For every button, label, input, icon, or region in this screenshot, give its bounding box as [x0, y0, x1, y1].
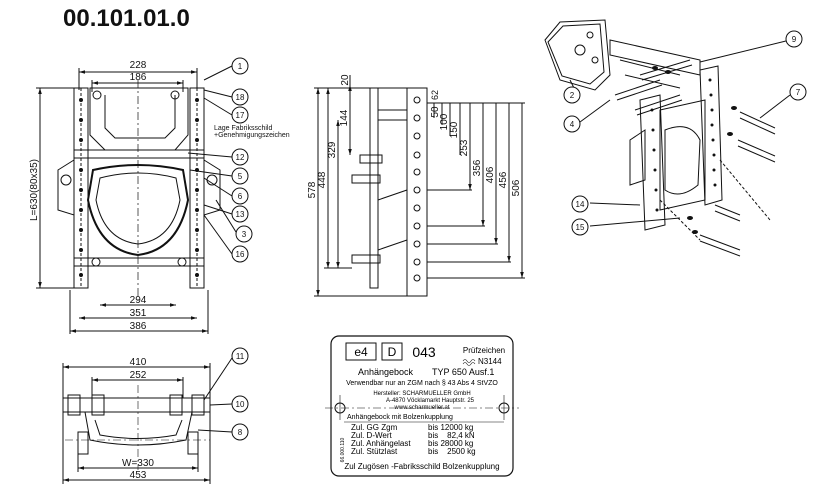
balloon-13: 13 [231, 205, 249, 223]
plate-note-2: +Genehmigungszeichen [214, 132, 290, 139]
balloon-11: 11 [231, 347, 249, 365]
dim-410: 410 [130, 357, 147, 368]
isometric-view [544, 19, 791, 257]
svg-text:6: 6 [238, 192, 243, 201]
plate-row-value-1: bis 12000 kg [428, 423, 473, 432]
balloon-15: 15 [571, 218, 589, 236]
dim-578: 578 [307, 181, 318, 198]
e-mark: e4 [354, 345, 368, 359]
plate-note-1: Lage Fabriksschild [214, 125, 272, 132]
balloon-3: 3 [235, 225, 253, 243]
dim-506: 506 [511, 179, 522, 196]
svg-text:4: 4 [570, 120, 575, 129]
balloon-4: 4 [563, 115, 581, 133]
svg-text:16: 16 [236, 250, 245, 259]
plate-title: Anhängebock [358, 367, 414, 377]
drawing-number: 00.101.01.0 [63, 5, 190, 32]
top-view [62, 357, 233, 484]
dim-406: 406 [485, 166, 496, 183]
plate-section: Anhängebock mit Bolzenkupplung [347, 414, 453, 421]
plate-row-value-3: bis 28000 kg [428, 439, 473, 448]
svg-text:5: 5 [238, 172, 243, 181]
plate-row-value-4: bis 2500 kg [428, 447, 476, 456]
balloon-2: 2 [563, 86, 581, 104]
dim-253: 253 [459, 139, 470, 156]
balloon-9: 9 [785, 30, 803, 48]
plate-row-label-4: Zul. Stützlast [351, 447, 398, 456]
dim-453: 453 [130, 470, 147, 481]
plate-manufacturer: Hersteller: SCHARMUELLER GmbH [373, 391, 470, 397]
balloon-18: 18 [231, 88, 249, 106]
plate-type: TYP 650 Ausf.1 [432, 367, 494, 377]
balloon-5: 5 [231, 167, 249, 185]
dim-448: 448 [317, 171, 328, 188]
svg-text:17: 17 [236, 111, 245, 120]
svg-text:11: 11 [236, 352, 245, 361]
svg-text:18: 18 [236, 93, 245, 102]
dim-100: 100 [439, 113, 450, 130]
svg-text:15: 15 [576, 223, 585, 232]
plate-address: A-4870 Vöcklamarkt Hauptstr. 25 [386, 398, 475, 404]
dim-62: 62 [430, 90, 440, 100]
balloon-6: 6 [231, 187, 249, 205]
plate-row-label-2: Zul. D-Wert [351, 431, 393, 440]
svg-text:9: 9 [792, 35, 797, 44]
length-label: L=630(80x35) [29, 159, 40, 221]
wave-icon [462, 359, 476, 366]
dim-50: 50 [430, 106, 441, 118]
dim-456: 456 [498, 171, 509, 188]
plate-row-label-3: Zul. Anhängelast [351, 439, 411, 448]
balloon-10: 10 [231, 395, 249, 413]
svg-text:2: 2 [570, 91, 575, 100]
plate-side-code: 66.000.110 [340, 437, 346, 462]
svg-text:8: 8 [238, 428, 243, 437]
side-view [314, 75, 525, 297]
pruefzeichen-number: N3144 [478, 357, 502, 366]
dim-186: 186 [130, 72, 147, 83]
dim-329: 329 [327, 141, 338, 158]
plate-footer: Zul Zugösen -Fabriksschild Bolzenkupplun… [344, 462, 499, 471]
balloons: 1 18 17 12 5 6 13 3 16 9 2 4 7 14 15 11 … [231, 30, 807, 441]
front-view [36, 65, 237, 334]
dim-252: 252 [130, 370, 147, 381]
dim-144: 144 [339, 109, 350, 126]
svg-text:3: 3 [242, 230, 247, 239]
svg-text:7: 7 [796, 88, 801, 97]
balloon-1: 1 [231, 57, 249, 75]
balloon-16: 16 [231, 245, 249, 263]
balloon-8: 8 [231, 423, 249, 441]
plate-row-value-2: bis 82,4 kN [428, 431, 475, 440]
svg-text:12: 12 [236, 153, 245, 162]
svg-text:13: 13 [236, 210, 245, 219]
balloon-12: 12 [231, 148, 249, 166]
balloon-7: 7 [789, 83, 807, 101]
country-code: D [388, 345, 397, 359]
dim-294: 294 [130, 295, 147, 306]
dim-20: 20 [340, 74, 351, 86]
svg-text:14: 14 [576, 200, 585, 209]
dim-386: 386 [130, 321, 147, 332]
dim-228: 228 [130, 60, 147, 71]
balloon-17: 17 [231, 106, 249, 124]
dim-356: 356 [472, 159, 483, 176]
plate-web: www.scharmueller.at [393, 405, 449, 411]
approval-number: 043 [412, 344, 436, 360]
pruefzeichen-label: Prüfzeichen [463, 346, 505, 355]
dim-w330: W=330 [122, 458, 154, 469]
svg-text:10: 10 [236, 400, 245, 409]
balloon-14: 14 [571, 195, 589, 213]
dim-150: 150 [449, 121, 460, 138]
plate-row-label-1: Zul. GG Zgm [351, 423, 398, 432]
plate-usage: Verwendbar nur an ZGM nach § 43 Abs 4 St… [346, 380, 498, 387]
dim-351: 351 [130, 308, 147, 319]
nameplate: e4 D 043 Prüfzeichen N3144 Anhängebock T… [325, 335, 519, 477]
svg-text:1: 1 [238, 62, 243, 71]
